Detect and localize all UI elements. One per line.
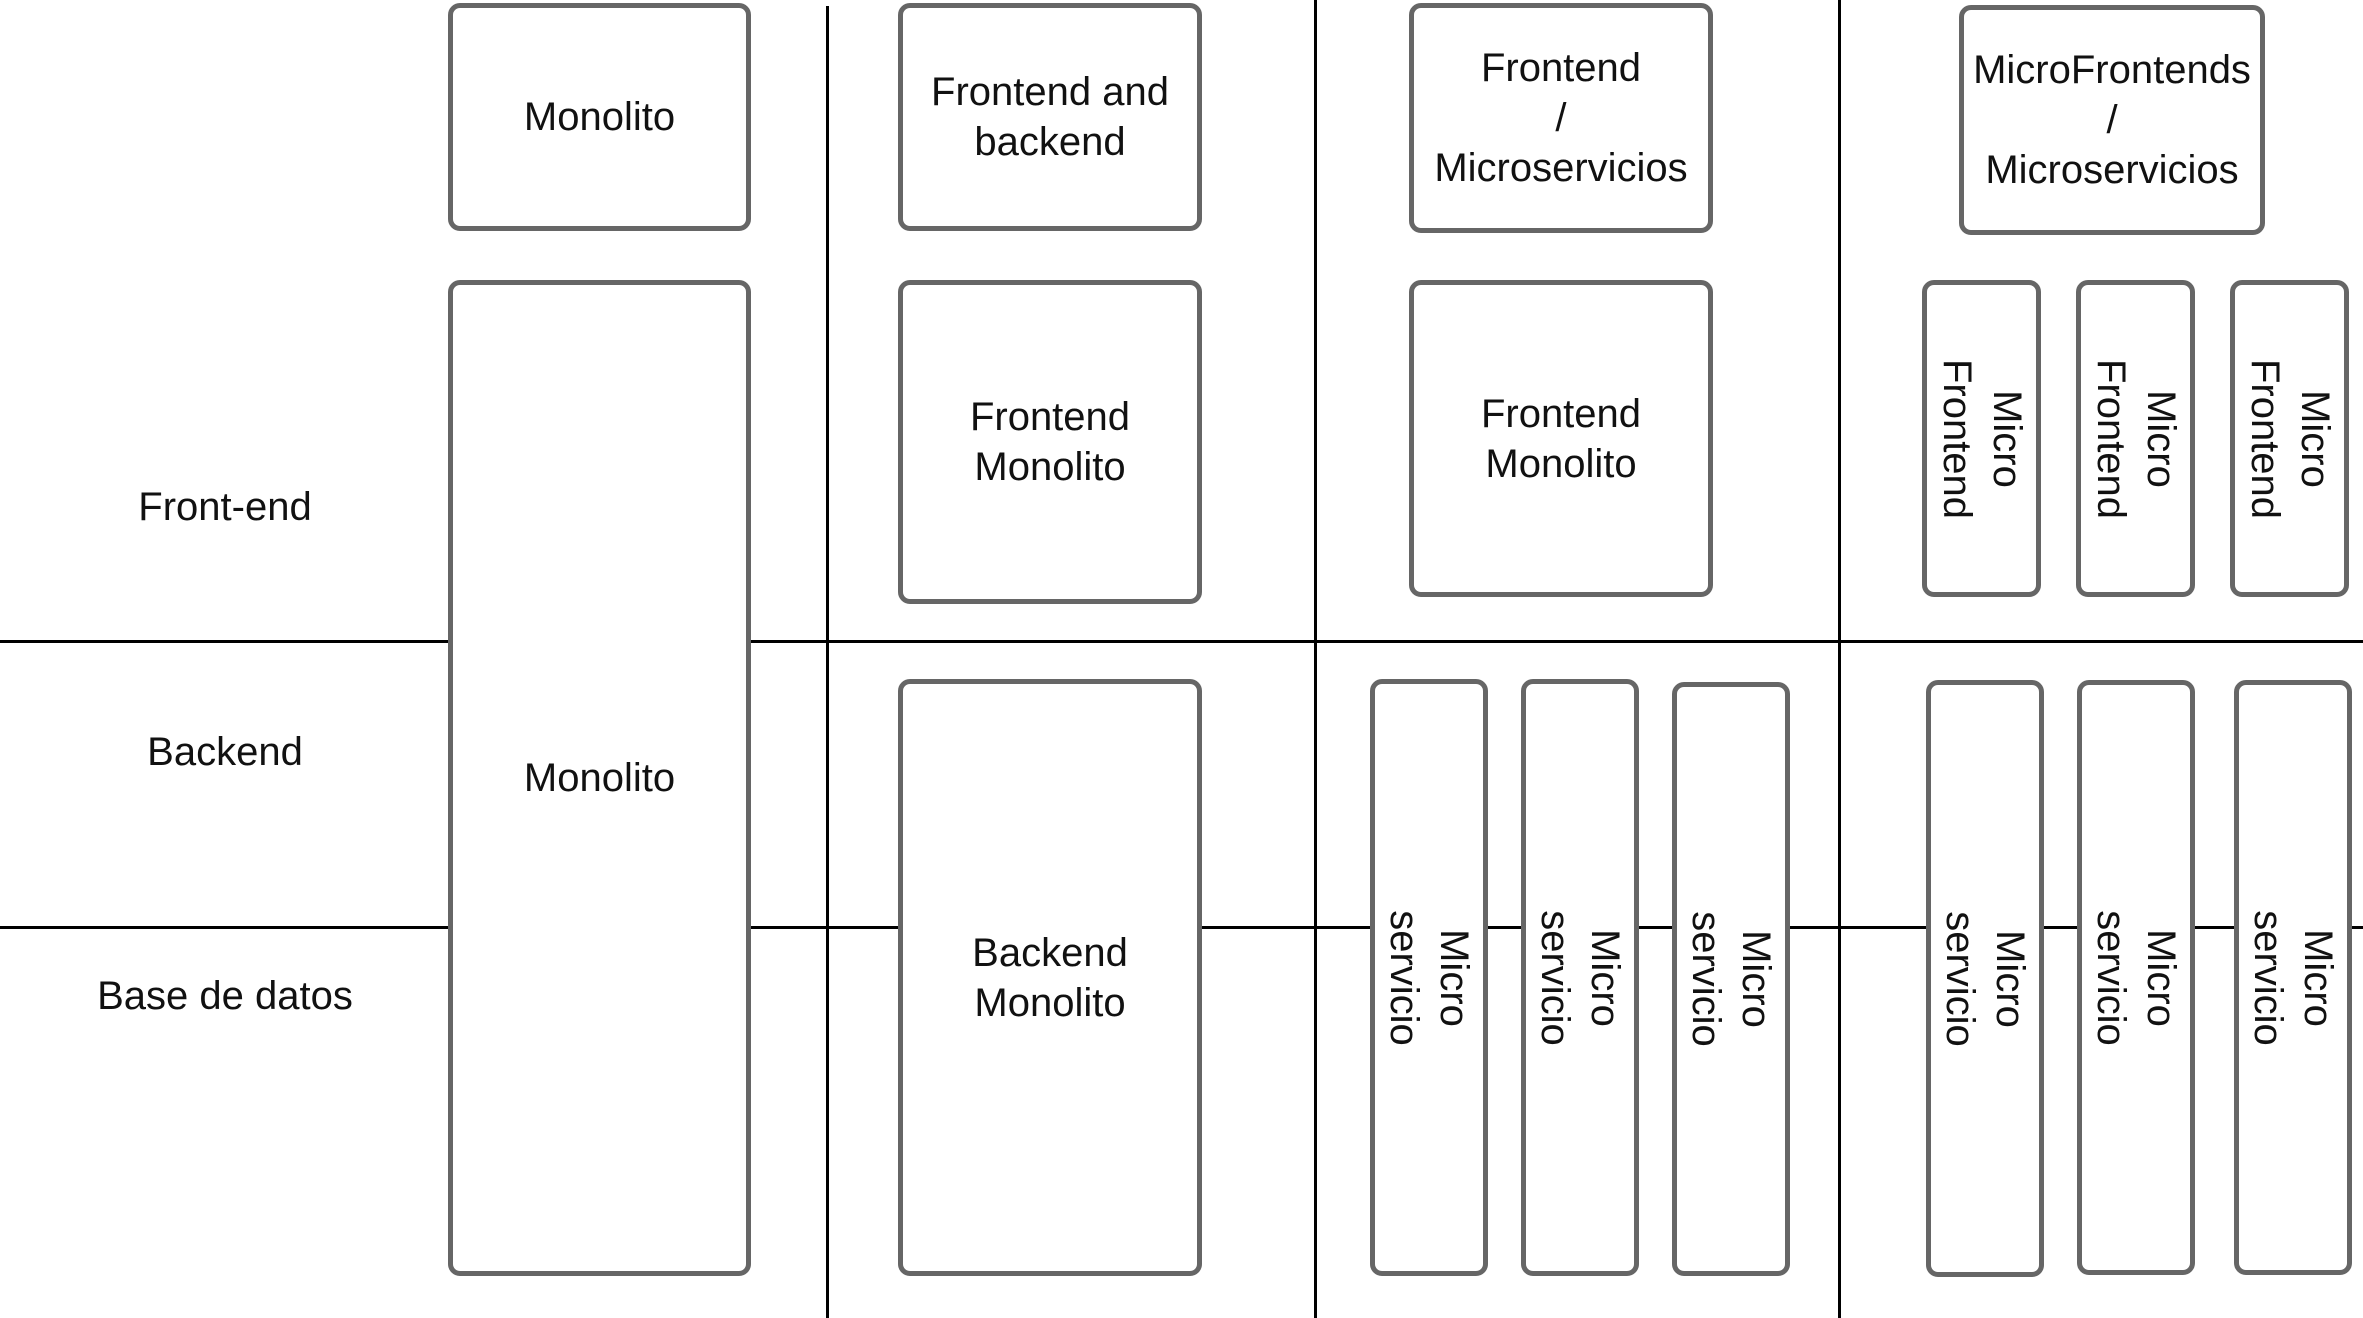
column-divider-3 xyxy=(1838,0,1841,1318)
frontend-monolith-label: Frontend Monolito xyxy=(969,395,1131,489)
row-label-frontend: Front-end xyxy=(138,485,312,529)
microfrontend-label: Micro Frontend xyxy=(2088,358,2183,519)
frontend-monolith-label-2: Frontend Monolito xyxy=(1480,391,1642,486)
frontend-backend-divider xyxy=(0,640,2363,643)
microservice-box: Micro servicio xyxy=(1521,679,1639,1276)
row-label-database: Base de datos xyxy=(97,974,353,1018)
microservice-label: Micro servicio xyxy=(1938,910,2032,1047)
column-divider-1 xyxy=(826,6,829,1318)
microfrontends-microservices-title: MicroFrontends / Microservicios xyxy=(1973,48,2251,192)
microservice-box: Micro servicio xyxy=(1672,682,1790,1276)
microfrontend-label: Micro Frontend xyxy=(2242,358,2337,519)
microfrontends-microservices-title-box: MicroFrontends / Microservicios xyxy=(1959,5,2265,235)
microfrontend-box: Micro Frontend xyxy=(2230,280,2349,597)
frontend-backend-title: Frontend and backend xyxy=(931,70,1169,164)
column-divider-2 xyxy=(1314,0,1317,1318)
backend-monolith-box: Backend Monolito xyxy=(898,679,1202,1276)
microservice-label: Micro servicio xyxy=(1533,909,1627,1046)
microservice-label: Micro servicio xyxy=(1382,909,1476,1046)
microfrontend-box: Micro Frontend xyxy=(2076,280,2195,597)
microservice-box: Micro servicio xyxy=(1370,679,1488,1276)
frontend-monolith-box: Frontend Monolito xyxy=(898,280,1202,604)
frontend-backend-title-box: Frontend and backend xyxy=(898,3,1202,231)
microservice-label: Micro servicio xyxy=(2089,909,2183,1046)
frontend-monolith-box-2: Frontend Monolito xyxy=(1409,280,1713,597)
monolith-title: Monolito xyxy=(523,95,676,139)
microfrontend-label: Micro Frontend xyxy=(1934,358,2029,519)
microservice-box: Micro servicio xyxy=(2077,680,2195,1275)
microfrontend-box: Micro Frontend xyxy=(1922,280,2041,597)
monolith-title-box: Monolito xyxy=(448,3,751,231)
microservice-label: Micro servicio xyxy=(2246,909,2340,1046)
frontend-microservices-title: Frontend / Microservicios xyxy=(1434,46,1688,190)
monolith-label: Monolito xyxy=(523,756,676,800)
frontend-microservices-title-box: Frontend / Microservicios xyxy=(1409,3,1713,233)
backend-monolith-label: Backend Monolito xyxy=(972,930,1128,1025)
microservice-box: Micro servicio xyxy=(1926,680,2044,1277)
monolith-box: Monolito xyxy=(448,280,751,1276)
microservice-box: Micro servicio xyxy=(2234,680,2352,1275)
row-label-backend: Backend xyxy=(147,730,303,774)
microservice-label: Micro servicio xyxy=(1684,911,1778,1047)
